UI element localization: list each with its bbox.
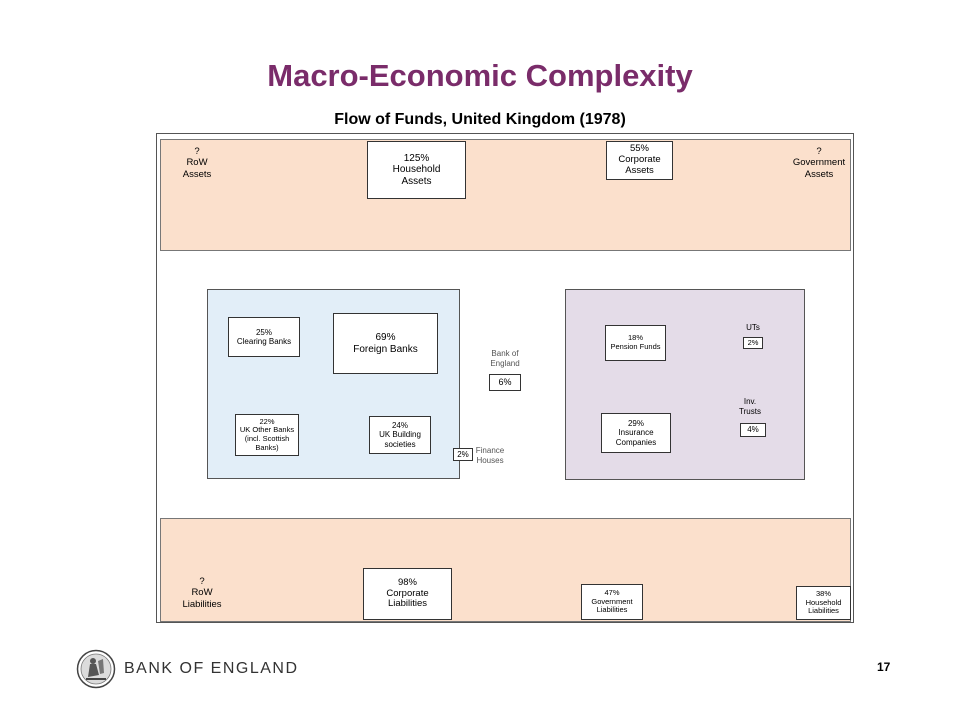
corporate-assets-box: 55% Corporate Assets bbox=[606, 141, 673, 180]
liabilities-band bbox=[160, 518, 851, 622]
uk-other-banks-box: 22% UK Other Banks (incl. Scottish Banks… bbox=[235, 414, 299, 456]
uk-building-societies-box: 24% UK Building societies bbox=[369, 416, 431, 454]
uts-label: UTs bbox=[746, 323, 760, 332]
household-liabilities-box: 38% Household Liabilities bbox=[796, 586, 851, 620]
clearing-banks-box: 25% Clearing Banks bbox=[228, 317, 300, 357]
page-number: 17 bbox=[877, 660, 891, 674]
government-assets-label: ? Government Assets bbox=[792, 146, 846, 180]
finance-houses-value-box: 2% bbox=[453, 448, 473, 461]
insurance-companies-box: 29% Insurance Companies bbox=[601, 413, 671, 453]
bank-of-england-label: Bank of England bbox=[490, 349, 520, 368]
pension-funds-box: 18% Pension Funds bbox=[605, 325, 666, 361]
inv-trusts-label: Inv. Trusts bbox=[739, 397, 761, 416]
government-liabilities-box: 47% Government Liabilities bbox=[581, 584, 643, 620]
diagram-subtitle: Flow of Funds, United Kingdom (1978) bbox=[334, 111, 626, 128]
bank-of-england-value-box: 6% bbox=[489, 374, 521, 391]
foreign-banks-box: 69% Foreign Banks bbox=[333, 313, 438, 374]
page-title: Macro-Economic Complexity bbox=[267, 58, 693, 93]
finance-houses-label: Finance Houses bbox=[475, 446, 505, 465]
uts-value-box: 2% bbox=[743, 337, 763, 349]
bank-of-england-logo-text: BANK OF ENGLAND bbox=[124, 660, 299, 677]
corporate-liabilities-box: 98% Corporate Liabilities bbox=[363, 568, 452, 620]
bank-of-england-logo-icon bbox=[76, 649, 116, 689]
household-assets-box: 125% Household Assets bbox=[367, 141, 466, 199]
inv-trusts-value-box: 4% bbox=[740, 423, 766, 437]
row-liabilities-label: ? RoW Liabilities bbox=[182, 576, 222, 610]
row-assets-label: ? RoW Assets bbox=[182, 146, 212, 180]
assets-band bbox=[160, 139, 851, 251]
